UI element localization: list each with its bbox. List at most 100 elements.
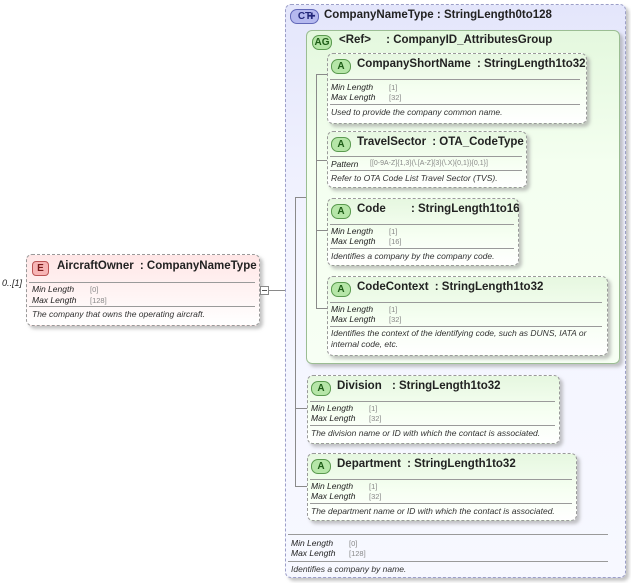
complex-type-name-text: CompanyNameType [324, 9, 434, 21]
attr5-prop-value-1: [32] [369, 492, 382, 501]
attr5-prop-label-1: Max Length [311, 491, 356, 501]
attribute-type: : StringLength1to32 [391, 380, 501, 392]
attribute-title: Code : StringLength1to16 [357, 203, 520, 215]
attribute-rule-2 [310, 425, 555, 426]
attribute-doc: Refer to OTA Code List Travel Sector (TV… [331, 173, 498, 183]
connector-trunk-inner [316, 74, 317, 308]
complex-type-name: CompanyNameType : StringLength0to128 [324, 9, 552, 21]
attribute-badge: A [331, 204, 351, 219]
attribute-name: CompanyShortName [357, 58, 471, 70]
attribute-rule-2 [330, 104, 580, 105]
attribute-company-short-name[interactable]: A CompanyShortName : StringLength1to32 M… [327, 53, 587, 124]
ct-prop-label-1: Max Length [291, 548, 336, 558]
connector-to-attr-0 [316, 74, 328, 75]
attr0-prop-value-1: [32] [389, 93, 402, 102]
attribute-travel-sector[interactable]: A TravelSector : OTA_CodeType Pattern [[… [327, 131, 527, 188]
element-badge: E [32, 261, 49, 276]
attr3-prop-label-1: Max Length [331, 314, 376, 324]
attribute-name: CodeContext [357, 281, 429, 293]
attribute-type: : StringLength1to32 [476, 58, 586, 70]
attr4-prop-value-1: [32] [369, 414, 382, 423]
attribute-department[interactable]: A Department : StringLength1to32 Min Len… [307, 453, 577, 521]
root-prop-value-1: [128] [90, 296, 107, 305]
root-prop-label-1: Max Length [32, 295, 77, 305]
attribute-doc: Identifies the context of the identifyin… [331, 328, 587, 349]
complex-type-rule-2 [288, 561, 608, 562]
attribute-name: Department [337, 458, 401, 470]
root-element-box[interactable]: E AircraftOwner : CompanyNameType Min Le… [26, 254, 260, 326]
attribute-rule-1 [330, 156, 522, 157]
attribute-code-context[interactable]: A CodeContext : StringLength1to32 Min Le… [327, 276, 608, 356]
attribute-doc: The division name or ID with which the c… [311, 428, 541, 438]
attr2-prop-label-0: Min Length [331, 226, 374, 236]
attr4-prop-value-0: [1] [369, 404, 378, 413]
attribute-group-ref: <Ref> [339, 34, 371, 46]
attribute-group-badge: AG [312, 35, 332, 50]
attr3-prop-value-0: [1] [389, 305, 398, 314]
complex-type-type-text: : StringLength0to128 [436, 9, 552, 21]
attr3-prop-value-1: [32] [389, 315, 402, 324]
attr2-prop-value-1: [16] [389, 237, 402, 246]
ct-prop-value-0: [0] [349, 539, 358, 548]
attr4-prop-label-1: Max Length [311, 413, 356, 423]
attribute-badge: A [331, 137, 351, 152]
attribute-title: Department : StringLength1to32 [337, 458, 516, 470]
attr3-prop-label-0: Min Length [331, 304, 374, 314]
attribute-badge: A [311, 381, 331, 396]
attribute-doc: Used to provide the company common name. [331, 107, 503, 117]
collapse-toggle-icon[interactable] [260, 286, 269, 295]
root-multiplicity: 0..[1] [2, 278, 23, 288]
connector-to-department [295, 486, 307, 487]
attr2-prop-label-1: Max Length [331, 236, 376, 246]
attr0-prop-label-0: Min Length [331, 82, 374, 92]
attribute-rule-1 [330, 302, 602, 303]
connector-to-group [295, 197, 306, 198]
attribute-code[interactable]: A Code : StringLength1to16 Min Length [1… [327, 198, 520, 266]
attribute-name: Division [337, 380, 382, 392]
complex-type-doc: Identifies a company by name. [291, 564, 407, 574]
attribute-rule-1 [330, 224, 514, 225]
root-rule-2 [29, 306, 255, 307]
root-prop-value-0: [0] [90, 285, 99, 294]
attribute-division[interactable]: A Division : StringLength1to32 Min Lengt… [307, 375, 560, 444]
attr0-prop-value-0: [1] [389, 83, 398, 92]
attribute-rule-1 [330, 79, 580, 80]
attribute-rule-1 [310, 401, 555, 402]
attribute-title: TravelSector : OTA_CodeType [357, 136, 524, 148]
root-element-title: AircraftOwner : CompanyNameType [57, 260, 257, 272]
attr1-prop-value-0: [[0-9A-Z]{1,3}(\.[A-Z]{3}(\.X){0,1}){0,1… [370, 160, 488, 167]
complex-type-rule-1 [288, 534, 608, 535]
attribute-rule-1 [310, 479, 572, 480]
attribute-type: : StringLength1to16 [410, 203, 520, 215]
root-element-type: : CompanyNameType [139, 260, 257, 272]
attr5-prop-value-0: [1] [369, 482, 378, 491]
connector-to-attr-3 [316, 308, 328, 309]
attr1-prop-label-0: Pattern [331, 159, 359, 169]
attribute-badge: A [311, 459, 331, 474]
attribute-group-name: : CompanyID_AttributesGroup [386, 34, 553, 46]
complex-type-plus-icon: ✚ [308, 11, 316, 21]
attribute-type: : StringLength1to32 [407, 458, 516, 470]
attribute-type: : StringLength1to32 [434, 281, 544, 293]
attr2-prop-value-0: [1] [389, 227, 398, 236]
attribute-type: : OTA_CodeType [432, 136, 524, 148]
attribute-doc: The department name or ID with which the… [311, 506, 555, 516]
connector-to-attr-2 [316, 230, 328, 231]
attribute-badge: A [331, 59, 351, 74]
ct-prop-value-1: [128] [349, 549, 366, 558]
connector-to-attr-1 [316, 160, 328, 161]
attribute-doc: Identifies a company by the company code… [331, 251, 495, 261]
attr4-prop-label-0: Min Length [311, 403, 354, 413]
attribute-title: CodeContext : StringLength1to32 [357, 281, 543, 293]
attribute-rule-2 [330, 326, 602, 327]
attribute-group-title: <Ref> : CompanyID_AttributesGroup [339, 34, 552, 46]
ct-prop-label-0: Min Length [291, 538, 334, 548]
attr5-prop-label-0: Min Length [311, 481, 354, 491]
attribute-name: TravelSector [357, 136, 427, 148]
root-element-name: AircraftOwner [57, 260, 134, 272]
root-rule-1 [29, 282, 255, 283]
complex-type-badge: CT [290, 9, 319, 24]
root-prop-label-0: Min Length [32, 284, 75, 294]
connector-to-division [295, 408, 307, 409]
attribute-badge: A [331, 282, 351, 297]
